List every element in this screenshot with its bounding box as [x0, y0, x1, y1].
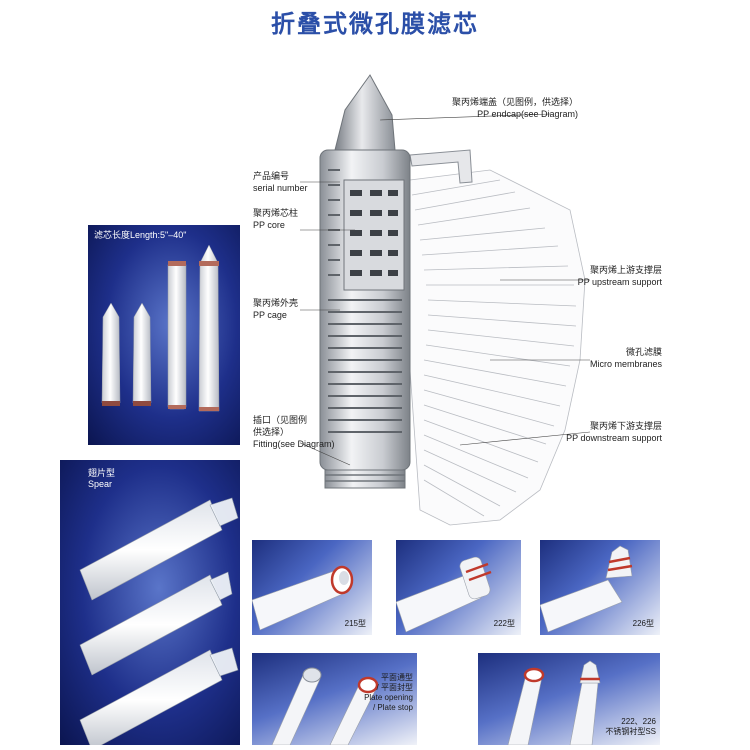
type-222-cartridge [396, 556, 492, 633]
clip-ring [409, 149, 473, 184]
cartridges-lengths-illustration [101, 244, 220, 412]
cage-slots [328, 169, 402, 433]
type-222-tag: 222型 [493, 619, 515, 628]
type-215-tag: 215型 [344, 619, 366, 628]
core-holes [350, 190, 398, 276]
page-title: 折叠式微孔膜滤芯 [271, 10, 479, 38]
fitting [324, 469, 406, 489]
pp-endcap [334, 74, 396, 151]
type-215-panel: 215型 [252, 540, 372, 635]
length-photo-panel: 滤芯长度Length:5"–40" [88, 225, 240, 445]
type-215-cartridge [252, 565, 354, 631]
plate-panel: 平面通型/ 平面封型 Plate opening/ Plate stop [252, 653, 417, 745]
type-222-panel: 222型 [396, 540, 521, 635]
leader-lines [300, 113, 590, 466]
plate-cartridges [271, 667, 379, 745]
type-226-cartridge [540, 545, 633, 633]
callout-endcap: 聚丙烯端盖（见图例，供选择）PP endcap(see Diagram) [451, 97, 578, 119]
stainless-cartridges [507, 660, 601, 745]
spear-cartridges-illustration [79, 497, 239, 745]
length-label: 滤芯长度Length:5"–40" [94, 230, 187, 240]
type-226-panel: 226型 [540, 540, 660, 635]
pleated-membrane [409, 169, 586, 526]
type-226-tag: 226型 [632, 619, 654, 628]
plate-tag: 平面通型/ 平面封型 Plate opening/ Plate stop [364, 673, 413, 712]
cartridge-cutaway-diagram [300, 74, 590, 526]
callout-fitting: 插口（见图例供选择）Fitting(see Diagram) [253, 415, 335, 449]
